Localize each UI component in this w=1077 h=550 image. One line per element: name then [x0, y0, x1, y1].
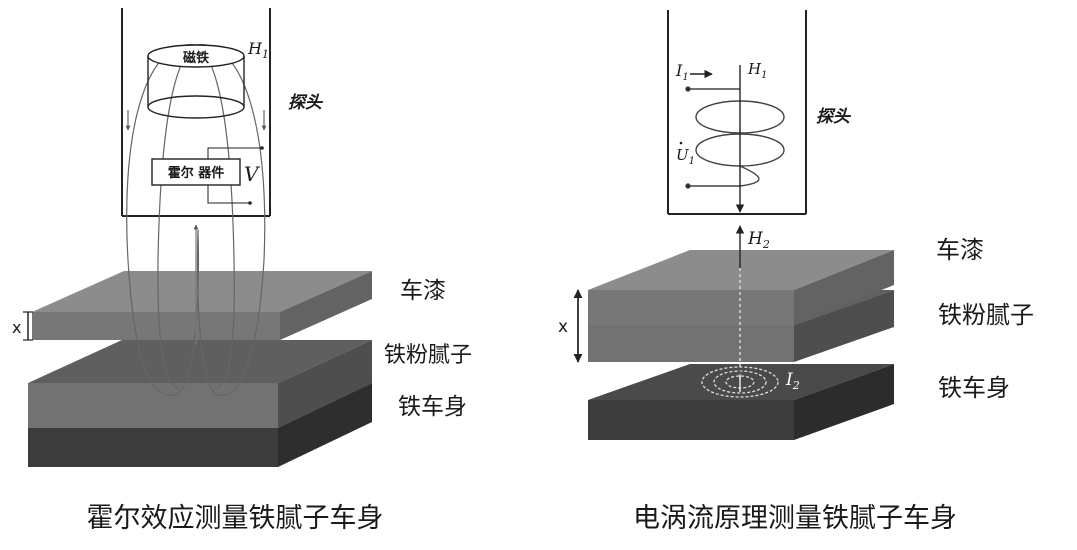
- right-body-label: 铁车身: [938, 374, 1010, 402]
- right-paint-label: 车漆: [936, 236, 984, 264]
- voltage-label: V: [244, 162, 261, 186]
- left-panel: 磁铁 H1 霍尔 器件 V 探头 x 车漆 铁粉腻子 铁车身 霍尔效应测量铁腻子: [12, 8, 472, 534]
- right-paint-layer: [588, 250, 894, 325]
- current-label: I1: [675, 61, 689, 83]
- right-probe-label: 探头: [816, 107, 852, 127]
- left-probe-tube: [121, 8, 271, 217]
- hall-device-label: 霍尔 器件: [168, 165, 225, 181]
- left-body-label: 铁车身: [398, 394, 467, 420]
- right-putty-label: 铁粉腻子: [938, 301, 1034, 329]
- induced-field-label: H2: [747, 229, 770, 251]
- right-gap-label: x: [558, 317, 568, 337]
- right-iron-body-block: [588, 364, 894, 440]
- left-field-label: H1: [247, 39, 269, 61]
- eddy-current-label: I2: [785, 370, 800, 392]
- right-panel: I1 H1 U1 探头 H2 I2 x 车漆 铁粉腻子 铁车身 电涡流原理测量铁…: [558, 10, 1034, 534]
- hall-device: 霍尔 器件 V: [151, 146, 264, 205]
- left-gap-marker: x: [12, 311, 33, 341]
- right-caption: 电涡流原理测量铁腻子车身: [633, 503, 957, 534]
- right-coil: [685, 86, 785, 189]
- right-gap-marker: x: [558, 289, 583, 363]
- left-caption: 霍尔效应测量铁腻子车身: [87, 503, 384, 534]
- left-magnet: 磁铁: [147, 44, 245, 119]
- left-paint-label: 车漆: [400, 278, 446, 304]
- right-field-label: H1: [747, 60, 767, 81]
- left-paint-layer: [32, 271, 372, 340]
- right-probe-tube: [667, 10, 807, 215]
- magnet-label: 磁铁: [183, 50, 209, 66]
- left-gap-label: x: [12, 318, 21, 337]
- coil-voltage-label: U1: [676, 146, 695, 167]
- voltage-dot: [679, 141, 683, 145]
- left-putty-label: 铁粉腻子: [384, 343, 472, 368]
- left-probe-label: 探头: [288, 93, 324, 113]
